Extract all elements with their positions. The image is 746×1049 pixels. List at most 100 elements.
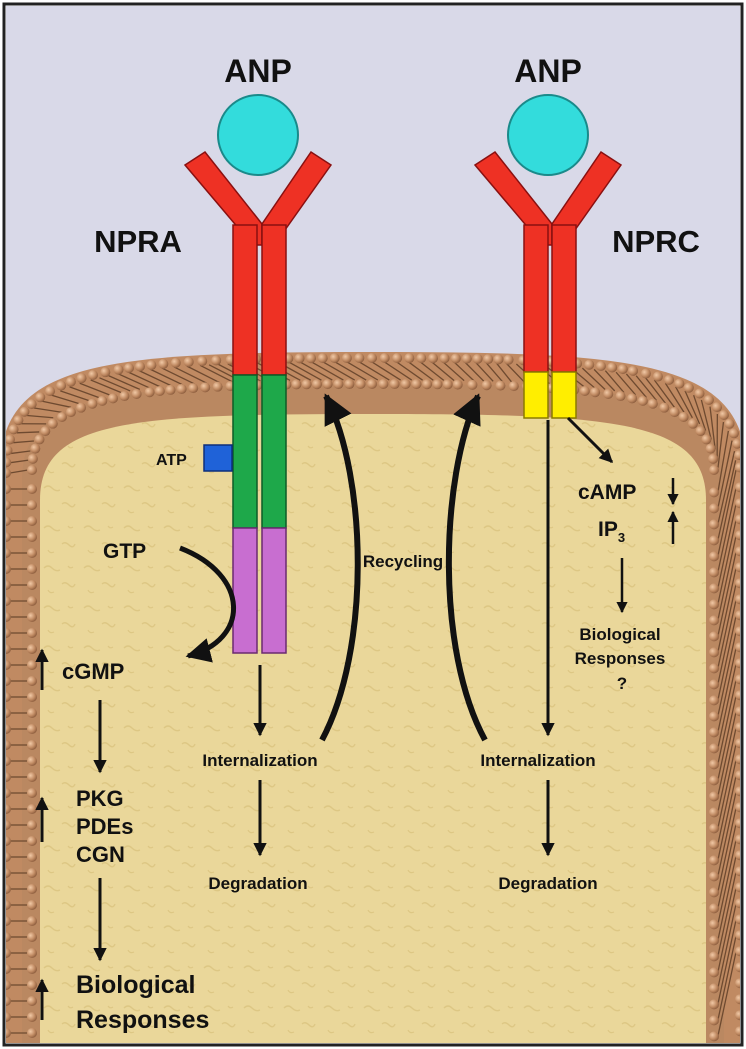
phospholipid-head	[709, 839, 719, 850]
phospholipid-head	[472, 353, 483, 364]
phospholipid-head	[27, 996, 37, 1006]
phospholipid-head	[709, 519, 719, 530]
phospholipid-head	[6, 1028, 11, 1038]
phospholipid-head	[678, 412, 689, 423]
lipid-tail	[139, 370, 172, 387]
phospholipid-head	[6, 964, 11, 974]
phospholipid-head	[452, 379, 463, 390]
npra-responses-line2: Responses	[76, 1006, 209, 1034]
phospholipid-head	[709, 551, 719, 562]
phospholipid-head	[734, 462, 740, 473]
phospholipid-head	[709, 695, 719, 706]
phospholipid-head	[735, 706, 740, 717]
phospholipid-head	[709, 1015, 719, 1026]
lipid-tail	[593, 368, 616, 392]
phospholipid-head	[27, 772, 37, 782]
phospholipid-head	[709, 599, 719, 610]
phospholipid-head	[735, 1010, 740, 1021]
phospholipid-head	[450, 353, 461, 364]
lipid-tail	[464, 362, 485, 382]
phospholipid-head	[481, 380, 492, 391]
lipid-tail	[90, 379, 122, 394]
lipid-tail	[615, 371, 637, 396]
phospholipid-head	[6, 660, 11, 670]
phospholipid-head	[6, 548, 11, 558]
phospholipid-head	[735, 562, 740, 573]
lipid-tail	[496, 362, 513, 383]
effector-pdes: PDEs	[76, 814, 133, 839]
lipid-tail	[150, 368, 183, 386]
phospholipid-head	[367, 353, 377, 363]
phospholipid-head	[735, 786, 740, 797]
phospholipid-head	[27, 453, 38, 464]
atp-binding-site	[203, 444, 233, 472]
nprc-right-ecd	[551, 224, 577, 373]
phospholipid-head	[200, 382, 211, 393]
phospholipid-head	[6, 772, 11, 782]
nprc-label: NPRC	[612, 224, 700, 259]
phospholipid-head	[617, 364, 628, 375]
lipid-tail	[717, 903, 737, 988]
phospholipid-head	[712, 402, 723, 413]
phospholipid-head	[637, 395, 648, 406]
lipid-tail	[186, 365, 220, 384]
phospholipid-head	[595, 361, 606, 372]
phospholipid-head	[6, 980, 11, 990]
lipid-tail	[717, 599, 737, 684]
lipid-tail	[717, 503, 737, 588]
gtp-label: GTP	[103, 540, 146, 563]
phospholipid-head	[341, 353, 352, 364]
phospholipid-head	[40, 426, 51, 437]
phospholipid-head	[6, 434, 15, 445]
lipid-tail	[717, 727, 737, 812]
phospholipid-head	[709, 791, 719, 802]
phospholipid-head	[27, 660, 37, 670]
phospholipid-head	[6, 756, 11, 766]
lipid-tail	[717, 919, 737, 1004]
lipid-tail	[300, 361, 333, 381]
phospholipid-head	[6, 612, 11, 622]
lipid-tail	[717, 887, 737, 972]
phospholipid-head	[652, 371, 663, 382]
lipid-tail	[717, 469, 737, 556]
phospholipid-head	[27, 612, 37, 622]
lipid-tail	[42, 400, 72, 408]
phospholipid-head	[735, 738, 740, 749]
phospholipid-head	[291, 379, 302, 390]
phospholipid-head	[659, 402, 670, 413]
phospholipid-head	[735, 546, 740, 557]
cgmp-label: cGMP	[62, 659, 124, 684]
lipid-tail	[475, 362, 494, 382]
phospholipid-head	[735, 610, 740, 621]
lipid-tail	[717, 647, 737, 732]
phospholipid-head	[65, 407, 76, 418]
phospholipid-head	[735, 850, 740, 861]
lipid-tail	[118, 373, 151, 389]
phospholipid-head	[56, 412, 67, 423]
phospholipid-head	[735, 914, 740, 925]
lipid-tail	[717, 519, 737, 604]
phospholipid-head	[695, 426, 706, 437]
phospholipid-head	[705, 443, 716, 454]
phospholipid-head	[709, 535, 719, 546]
lipid-tail	[506, 363, 526, 383]
phospholipid-head	[27, 948, 37, 958]
phospholipid-head	[709, 999, 719, 1010]
phospholipid-head	[27, 804, 37, 814]
phospholipid-head	[392, 353, 403, 364]
phospholipid-head	[27, 1012, 37, 1022]
npra-right-kinase-domain	[261, 374, 287, 529]
phospholipid-head	[354, 353, 365, 364]
lipid-tail	[717, 583, 737, 668]
phospholipid-head	[6, 788, 11, 798]
phospholipid-head	[27, 708, 37, 718]
phospholipid-head	[378, 379, 389, 390]
phospholipid-head	[735, 802, 740, 813]
phospholipid-head	[27, 692, 37, 702]
lipid-tail	[485, 362, 503, 383]
lipid-tail	[396, 361, 423, 381]
phospholipid-head	[735, 946, 740, 957]
